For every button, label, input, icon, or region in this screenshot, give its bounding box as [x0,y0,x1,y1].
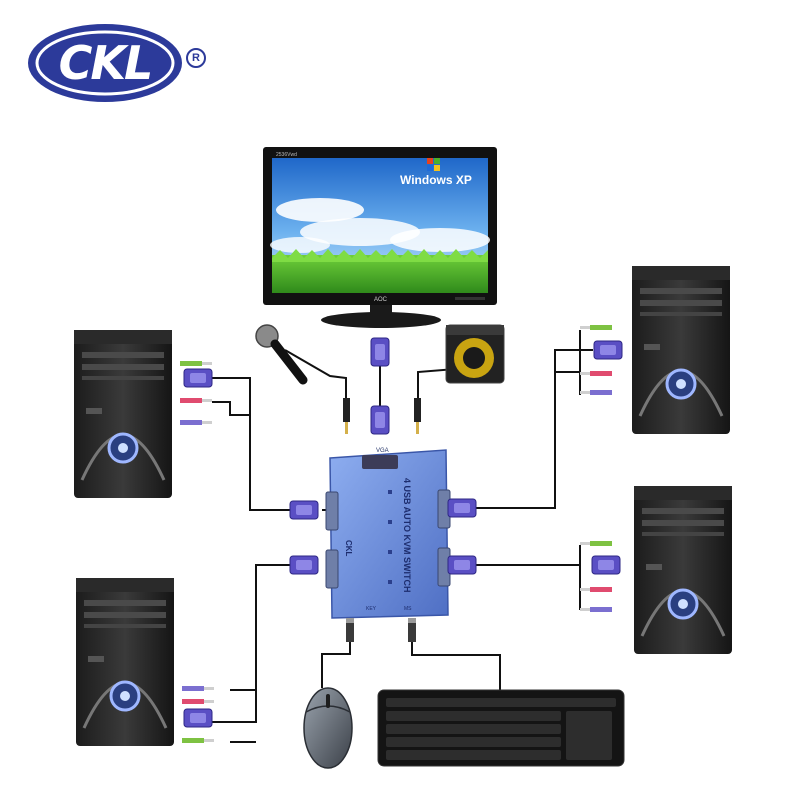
registered-mark-icon: R [186,48,206,68]
mouse-icon [303,687,353,769]
kvm-logo: CKL [344,540,353,557]
kvm-switch: VGA 4 USB AUTO KVM SWITCH CKL KEY MS [325,448,451,619]
vga-connector-pc4-end [591,555,621,575]
windows-flag-icon [427,158,440,171]
vga-connector-pc3-end [593,340,623,360]
microphone-icon [255,324,308,385]
speaker-icon [445,324,505,384]
vga-connector-kvm-top [370,405,390,435]
monitor-model-label: 2536Vwd [276,152,297,158]
kvm-key-port-label: KEY [366,606,377,612]
vga-connector-pc1-end [183,368,213,388]
logo-ellipse [28,24,182,102]
cables [212,330,593,743]
vga-connector-monitor [370,337,390,367]
monitor-brand-label: AOC [374,297,388,303]
computer-right-bottom [632,484,734,656]
vga-connector-pc3 [447,498,477,518]
brand-logo: CKL R [26,22,206,118]
kvm-switch-label: 4 USB AUTO KVM SWITCH [402,478,412,593]
kvm-vga-port-label: VGA [376,448,389,454]
computer-right-top [630,264,732,436]
vga-connector-pc2-end [183,708,213,728]
monitor: Windows XP 2536Vwd AOC [263,147,497,328]
vga-connector-pc2 [289,555,319,575]
vga-connector-pc4 [447,555,477,575]
vga-connector-pc1 [289,500,319,520]
monitor-os-text: Windows XP [400,173,472,187]
logo-text: CKL [58,36,154,90]
computer-left-top [72,328,174,500]
audio-plugs [180,325,612,743]
computer-left-bottom [74,576,176,748]
kvm-ms-port-label: MS [404,606,412,612]
keyboard-icon [377,689,625,767]
